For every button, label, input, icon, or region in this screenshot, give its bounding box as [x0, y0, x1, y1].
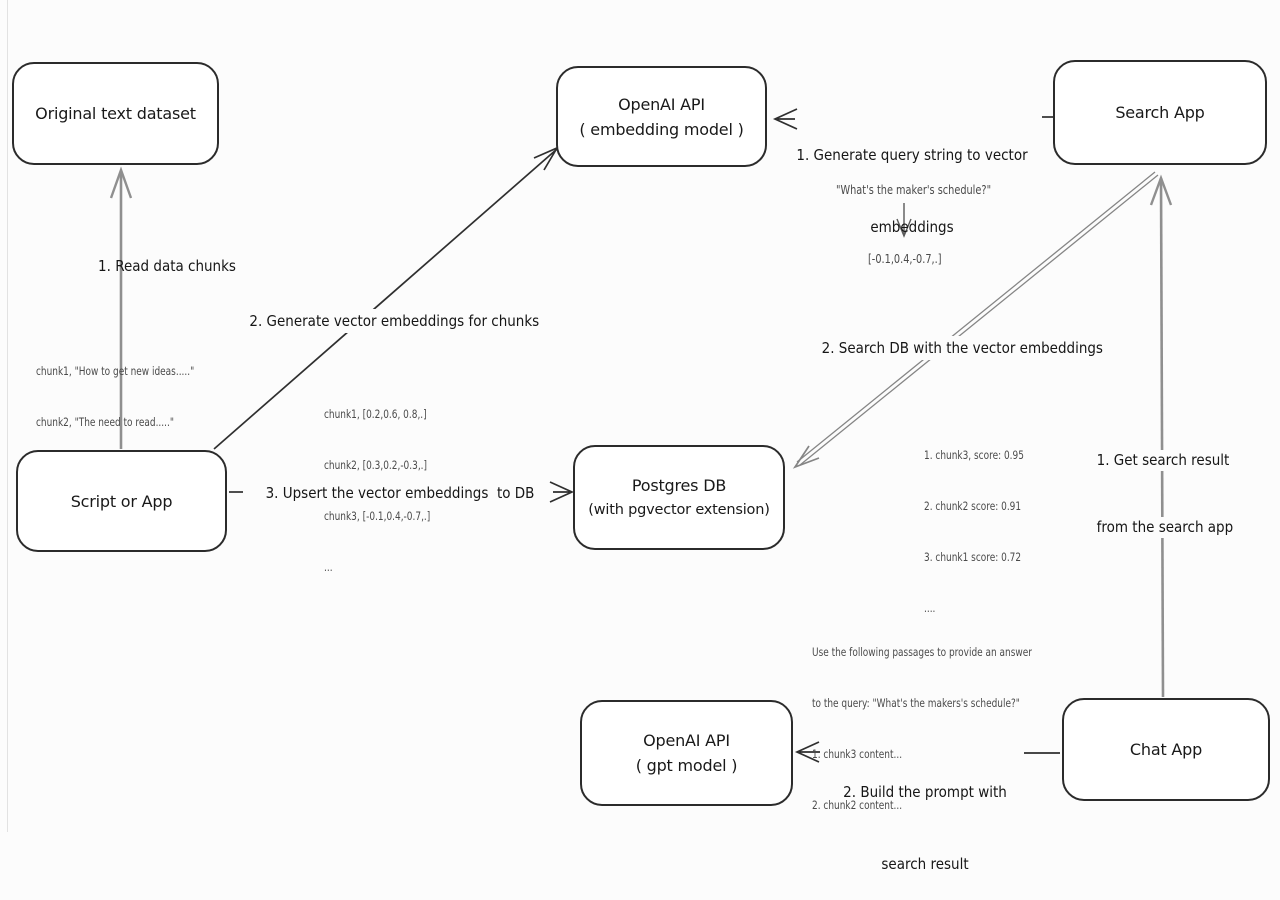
- arrow-get-result-line: [1159, 177, 1165, 698]
- arrow-build-prompt-head: [794, 741, 820, 763]
- annotation-search-scores: 1. chunk3, score: 0.95 2. chunk2 score: …: [924, 413, 1024, 634]
- edge-label-build-prompt-line1: 2. Build the prompt with: [843, 783, 1007, 801]
- edge-label-upsert: 3. Upsert the vector embeddings to DB: [265, 484, 535, 502]
- annotation-chunk-texts-line1: chunk1, "How to get new ideas.....": [36, 364, 195, 378]
- node-openai-gpt-label-line2: ( gpt model ): [635, 756, 738, 775]
- annotation-prompt-line4: 2. chunk2 content...: [812, 798, 903, 812]
- node-chat-app: Chat App: [1062, 698, 1270, 801]
- edge-label-query-string: 1. Generate query string to vector embed…: [796, 95, 1027, 263]
- annotation-search-scores-line1: 1. chunk3, score: 0.95: [924, 448, 1024, 462]
- edge-label-build-prompt-line2: search result: [881, 855, 969, 873]
- node-postgres-db-label-line2: (with pgvector extension): [588, 501, 770, 518]
- arrow-layer: [109, 108, 1173, 763]
- annotation-search-scores-line3: 3. chunk1 score: 0.72: [924, 550, 1022, 564]
- node-openai-gpt-label-line1: OpenAI API: [643, 731, 730, 750]
- edge-label-get-result-line1: 1. Get search result: [1094, 450, 1232, 471]
- node-openai-gpt: OpenAI API ( gpt model ): [580, 700, 793, 806]
- annotation-search-scores-line2: 2. chunk2 score: 0.91: [924, 499, 1022, 513]
- edge-label-generate-embeddings-text: 2. Generate vector embeddings for chunks: [246, 309, 542, 333]
- edge-label-read-data-chunks: 1. Read data chunks: [98, 257, 236, 275]
- arrow-get-result-head: [1149, 174, 1173, 206]
- annotation-chunk-texts-line2: chunk2, "The need to read.....": [36, 415, 174, 429]
- edge-label-search-db: 2. Search DB with the vector embeddings: [810, 312, 1106, 360]
- annotation-prompt-line2: to the query: "What's the makers's sched…: [812, 696, 1020, 710]
- arrow-search-db-head: [792, 445, 820, 469]
- node-chat-app-label: Chat App: [1129, 740, 1203, 759]
- node-original-text-dataset-label: Original text dataset: [35, 104, 196, 123]
- edge-label-search-db-text: 2. Search DB with the vector embeddings: [819, 336, 1106, 360]
- annotation-prompt: Use the following passages to provide an…: [812, 610, 1032, 831]
- node-search-app: Search App: [1053, 60, 1267, 165]
- arrow-read-data-chunks-head: [109, 166, 133, 199]
- edge-label-generate-embeddings: 2. Generate vector embeddings for chunks: [238, 285, 542, 333]
- edge-label-get-result-line2: from the search app: [1094, 517, 1236, 538]
- node-postgres-db-label-line1: Postgres DB: [631, 475, 727, 495]
- arrow-query-string-head: [772, 108, 798, 130]
- node-openai-embedding: OpenAI API ( embedding model ): [556, 66, 767, 167]
- canvas-edge-line: [7, 0, 8, 832]
- annotation-chunk-vectors-line3: chunk3, [-0.1,0.4,-0.7,.]: [324, 509, 431, 523]
- annotation-chunk-vectors-line2: chunk2, [0.3,0.2,-0.3,.]: [324, 458, 428, 472]
- node-openai-embedding-label-line2: ( embedding model ): [579, 119, 744, 139]
- annotation-query-vector: [-0.1,0.4,-0.7,.]: [868, 251, 942, 266]
- annotation-query-string: "What's the maker's schedule?": [836, 182, 992, 197]
- node-openai-embedding-label-line1: OpenAI API: [618, 94, 705, 114]
- arrow-generate-embeddings-line: [213, 148, 558, 450]
- edge-label-query-string-line1: 1. Generate query string to vector: [796, 146, 1028, 164]
- annotation-chunk-vectors: chunk1, [0.2,0.6, 0.8,.] chunk2, [0.3,0.…: [324, 372, 430, 593]
- edge-label-query-string-line2: embeddings: [870, 218, 954, 236]
- arrow-query-to-vector-head: [896, 218, 912, 238]
- edge-label-get-result: 1. Get search result from the search app: [1094, 408, 1236, 559]
- node-script-or-app: Script or App: [16, 450, 227, 552]
- annotation-search-scores-line4: ....: [924, 601, 936, 615]
- node-original-text-dataset: Original text dataset: [12, 62, 219, 165]
- annotation-chunk-vectors-line4: ...: [324, 560, 333, 574]
- node-script-or-app-label: Script or App: [70, 491, 173, 511]
- node-postgres-db: Postgres DB (with pgvector extension): [573, 445, 785, 550]
- annotation-prompt-line1: Use the following passages to provide an…: [812, 645, 1032, 659]
- arrow-search-db-line-2: [799, 174, 1159, 466]
- arrow-search-db-line-1: [796, 171, 1156, 463]
- arrow-upsert-head: [549, 481, 575, 503]
- annotation-prompt-line3: 1. chunk3 content...: [812, 747, 903, 761]
- annotation-chunk-vectors-line1: chunk1, [0.2,0.6, 0.8,.]: [324, 407, 427, 421]
- node-search-app-label: Search App: [1115, 103, 1205, 122]
